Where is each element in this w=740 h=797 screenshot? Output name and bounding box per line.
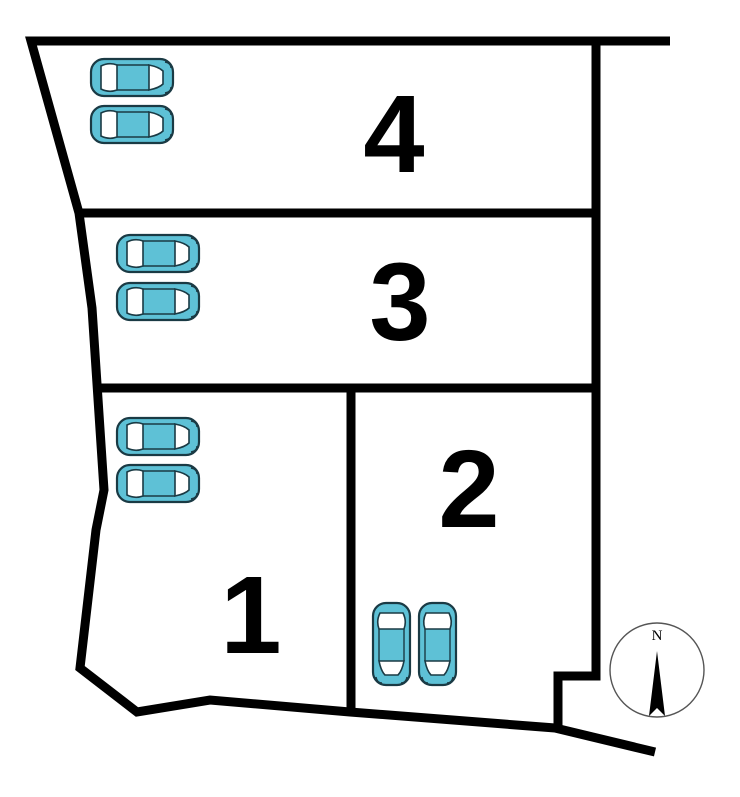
car-icon bbox=[89, 104, 175, 145]
car-icon bbox=[417, 601, 458, 687]
lot-4-label: 4 bbox=[363, 73, 424, 196]
car-icon bbox=[115, 233, 201, 274]
east-boundary bbox=[553, 41, 601, 728]
car-icon bbox=[371, 601, 412, 687]
north-arrow-icon bbox=[649, 651, 665, 716]
lot-3-label: 3 bbox=[369, 241, 430, 364]
outer-boundary bbox=[25, 36, 670, 757]
lot-1-label: 1 bbox=[220, 554, 281, 677]
car-icon bbox=[115, 416, 201, 457]
compass-icon: N bbox=[609, 622, 705, 718]
lot-2-label: 2 bbox=[438, 428, 499, 551]
car-icon bbox=[115, 281, 201, 322]
car-icon bbox=[115, 463, 201, 504]
car-icon bbox=[89, 57, 175, 98]
compass-north-label: N bbox=[652, 628, 663, 644]
